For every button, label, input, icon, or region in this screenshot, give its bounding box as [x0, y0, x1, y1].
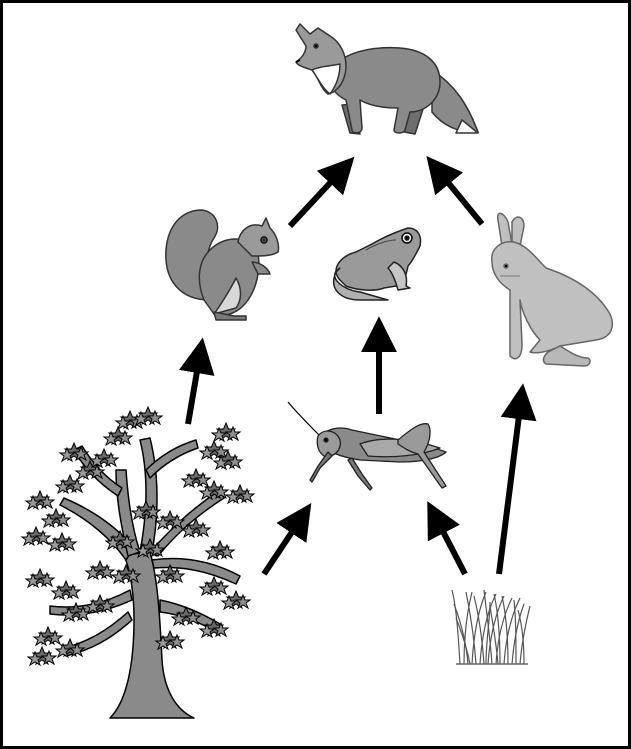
frog-icon	[334, 228, 421, 300]
fox-icon	[296, 24, 478, 134]
arrow-rabbit-to-fox	[437, 169, 482, 224]
squirrel-icon	[166, 210, 279, 320]
arrow-grass-to-rabbit	[499, 400, 521, 574]
arrow-grass-to-grasshopper	[435, 516, 465, 574]
arrow-tree-to-squirrel	[188, 354, 200, 424]
rabbit-icon	[492, 213, 613, 366]
arrow-tree-to-grasshopper	[264, 517, 302, 574]
arrow-squirrel-to-fox	[290, 169, 343, 226]
grasshopper-icon	[288, 402, 446, 490]
grass-icon	[452, 590, 530, 664]
tree-icon	[22, 407, 254, 718]
